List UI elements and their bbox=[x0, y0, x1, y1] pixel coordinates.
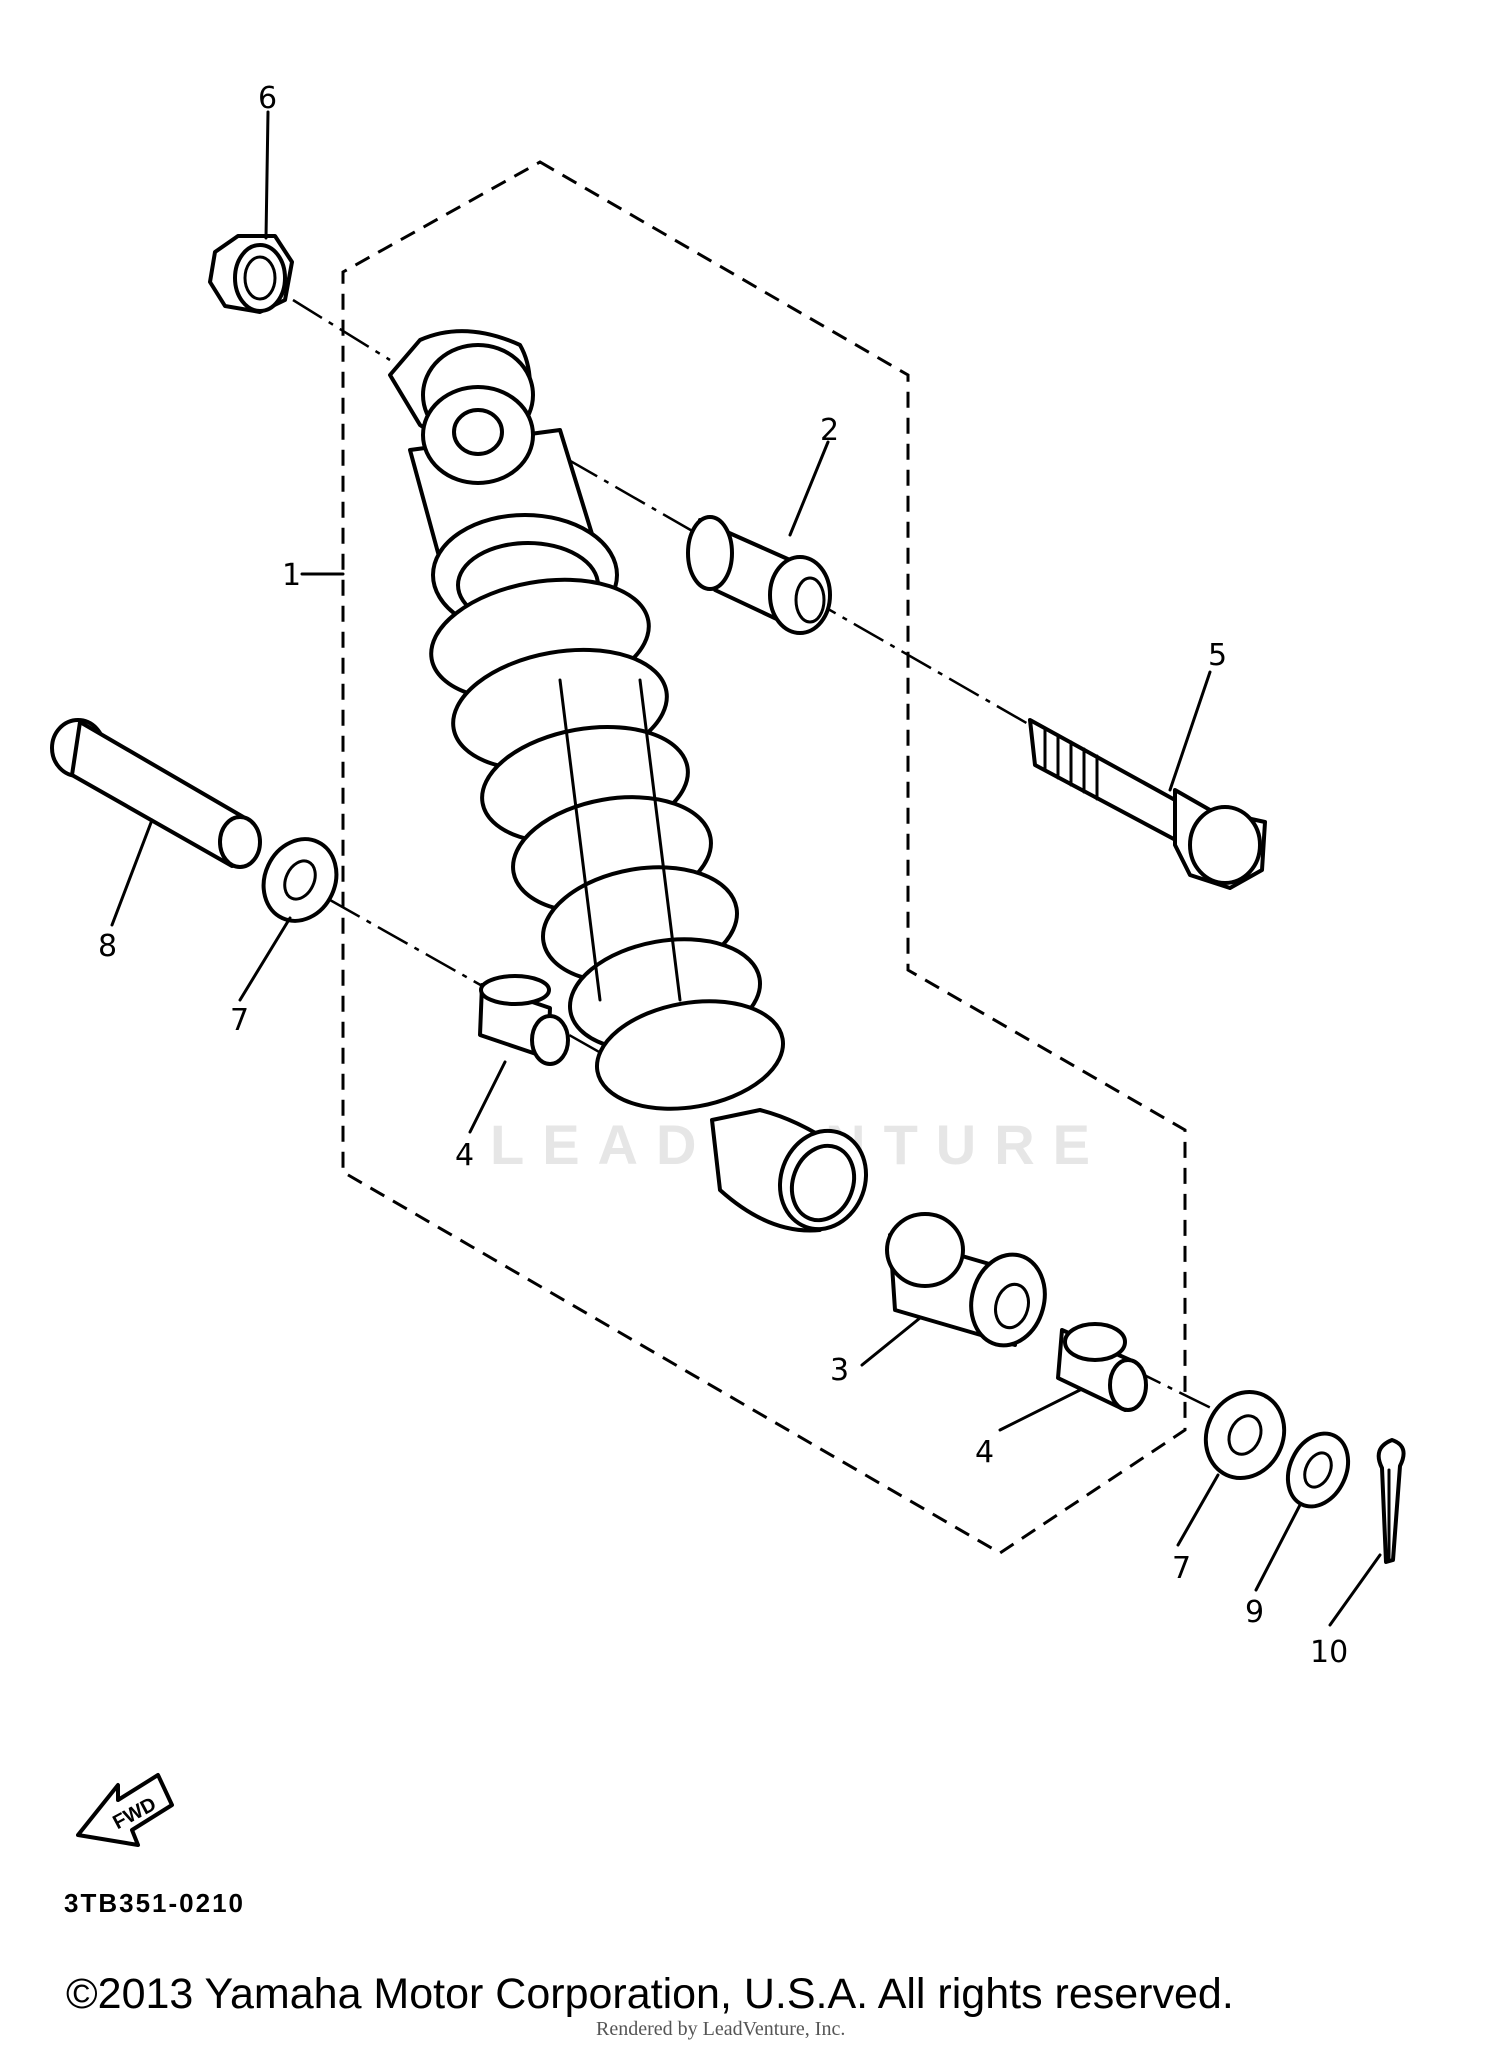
leader-4-right bbox=[998, 1388, 1082, 1432]
leader-7-left bbox=[238, 916, 292, 1002]
callout-1: 1 bbox=[282, 558, 301, 593]
leader-4-left bbox=[468, 1060, 507, 1134]
callout-5: 5 bbox=[1208, 638, 1227, 673]
shock-absorber[interactable] bbox=[388, 329, 880, 1241]
collar-left[interactable] bbox=[478, 974, 570, 1066]
leader-3 bbox=[860, 1316, 922, 1367]
bushing-lower[interactable] bbox=[885, 1212, 1055, 1354]
callout-4-left: 4 bbox=[455, 1138, 474, 1173]
leader-6 bbox=[264, 110, 270, 240]
leader-10 bbox=[1328, 1553, 1382, 1627]
callout-4-right: 4 bbox=[975, 1435, 994, 1470]
callout-7-right: 7 bbox=[1172, 1551, 1191, 1586]
copyright-notice: ©2013 Yamaha Motor Corporation, U.S.A. A… bbox=[66, 1970, 1234, 2018]
callout-9: 9 bbox=[1245, 1595, 1264, 1630]
callout-6: 6 bbox=[258, 81, 277, 116]
collar-right[interactable] bbox=[1056, 1322, 1148, 1412]
leader-8 bbox=[110, 818, 154, 927]
axis-nut-to-top-eye bbox=[292, 298, 391, 362]
callout-10: 10 bbox=[1310, 1635, 1348, 1670]
diagram-code: 3TB351-0210 bbox=[64, 1888, 245, 1918]
fwd-arrow-icon: FWD bbox=[76, 1773, 174, 1847]
assembly-boundary bbox=[341, 160, 1187, 1555]
washer-left[interactable] bbox=[251, 827, 350, 933]
bushing-upper[interactable] bbox=[686, 515, 832, 635]
callout-8: 8 bbox=[98, 929, 117, 964]
callout-2: 2 bbox=[820, 413, 839, 448]
upper-bolt[interactable] bbox=[1028, 718, 1267, 890]
leader-7-right bbox=[1176, 1473, 1220, 1547]
nut[interactable] bbox=[208, 234, 294, 314]
callout-7-left: 7 bbox=[230, 1003, 249, 1038]
leader-2 bbox=[788, 440, 830, 537]
washer-right[interactable] bbox=[1192, 1379, 1298, 1491]
rendered-by-credit: Rendered by LeadVenture, Inc. bbox=[596, 2018, 846, 2040]
leader-9 bbox=[1254, 1503, 1302, 1592]
lower-pin[interactable] bbox=[50, 718, 262, 869]
plain-washer[interactable] bbox=[1277, 1424, 1360, 1517]
leader-5 bbox=[1168, 670, 1212, 792]
cotter-pin[interactable] bbox=[1376, 1438, 1406, 1564]
callout-3: 3 bbox=[830, 1353, 849, 1388]
